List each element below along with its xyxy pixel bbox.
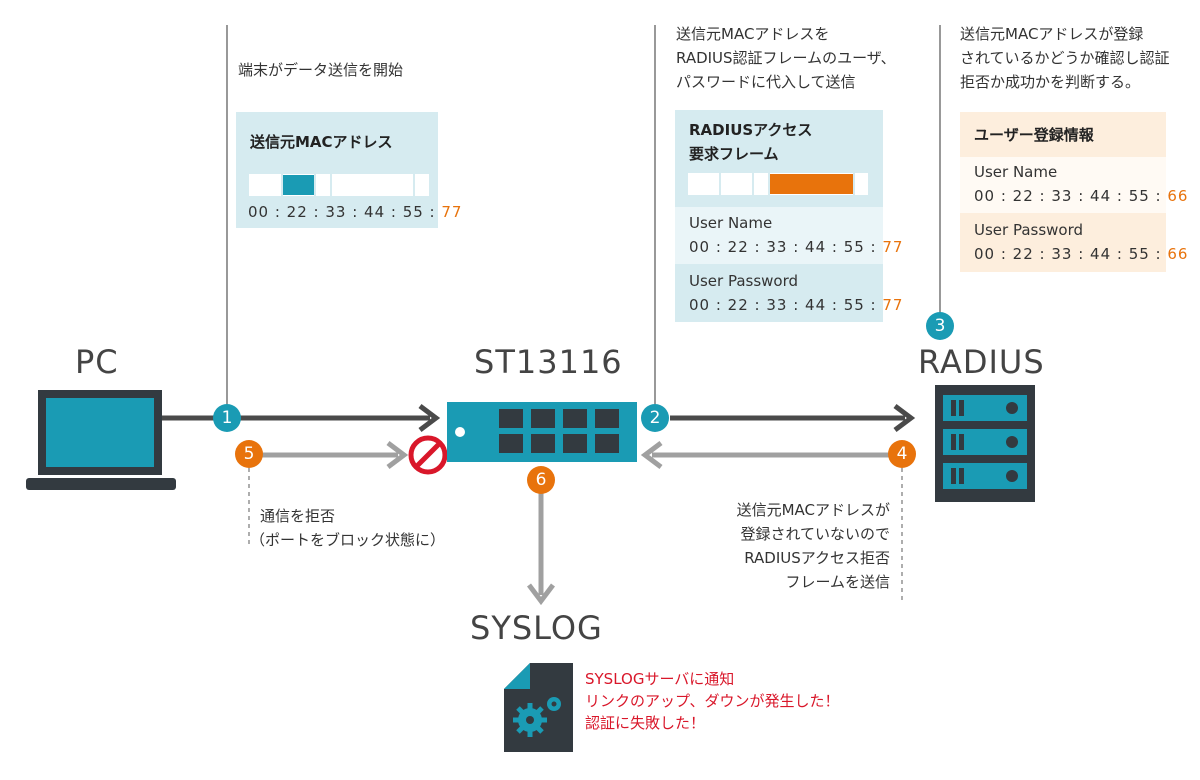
step-badge-3: 3 <box>926 312 954 340</box>
radius-request-password: User Password 00 : 22 : 33 : 44 : 55 : 7… <box>689 272 904 314</box>
pc-label: PC <box>75 343 119 381</box>
arrow-pc-to-switch <box>162 404 441 432</box>
mac-address-bar <box>249 174 429 196</box>
user-registry-title: ユーザー登録情報 <box>974 126 1094 144</box>
switch-icon <box>447 402 637 462</box>
radius-request-title: RADIUSアクセス 要求フレーム <box>689 121 813 163</box>
note-step5: 通信を拒否 （ポートをブロック状態に） <box>250 507 446 549</box>
arrow-switch-to-syslog <box>527 488 555 606</box>
source-mac-value: 00 : 22 : 33 : 44 : 55 : 77 <box>248 203 463 221</box>
step-badge-1: 1 <box>213 404 241 432</box>
syslog-label: SYSLOG <box>470 609 603 647</box>
radius-frame-bar <box>688 173 868 195</box>
step-badge-6: 6 <box>527 466 555 494</box>
pc-laptop-icon <box>26 390 176 490</box>
radius-label: RADIUS <box>918 343 1045 381</box>
radius-request-username: User Name 00 : 22 : 33 : 44 : 55 : 77 <box>689 214 904 256</box>
arrow-switch-to-pc-blocked <box>262 441 409 469</box>
step-badge-4: 4 <box>888 440 916 468</box>
arrow-switch-to-radius <box>670 404 916 432</box>
syslog-document-gear-icon <box>504 663 573 752</box>
switch-label: ST13116 <box>474 343 623 381</box>
user-registry-password: User Password 00 : 22 : 33 : 44 : 55 : 6… <box>974 221 1189 263</box>
note-step1: 端末がデータ送信を開始 <box>238 61 404 79</box>
source-mac-title: 送信元MACアドレス <box>250 133 393 151</box>
user-registry-username: User Name 00 : 22 : 33 : 44 : 55 : 66 <box>974 163 1189 205</box>
arrow-radius-to-switch <box>640 441 890 469</box>
note-step3: 送信元MACアドレスが登録 されているかどうか確認し認証 拒否か成功かを判断する… <box>960 25 1170 91</box>
block-sign-icon <box>408 435 448 475</box>
note-step6: SYSLOGサーバに通知 リンクのアップ、ダウンが発生した！ 認証に失敗した！ <box>585 670 840 732</box>
note-step4: 送信元MACアドレスが 登録されていないので RADIUSアクセス拒否 フレーム… <box>736 501 890 591</box>
note-step2: 送信元MACアドレスを RADIUS認証フレームのユーザ、 パスワードに代入して… <box>676 25 896 91</box>
step-badge-2: 2 <box>641 404 669 432</box>
step-badge-5: 5 <box>235 440 263 468</box>
radius-server-icon <box>935 385 1035 502</box>
